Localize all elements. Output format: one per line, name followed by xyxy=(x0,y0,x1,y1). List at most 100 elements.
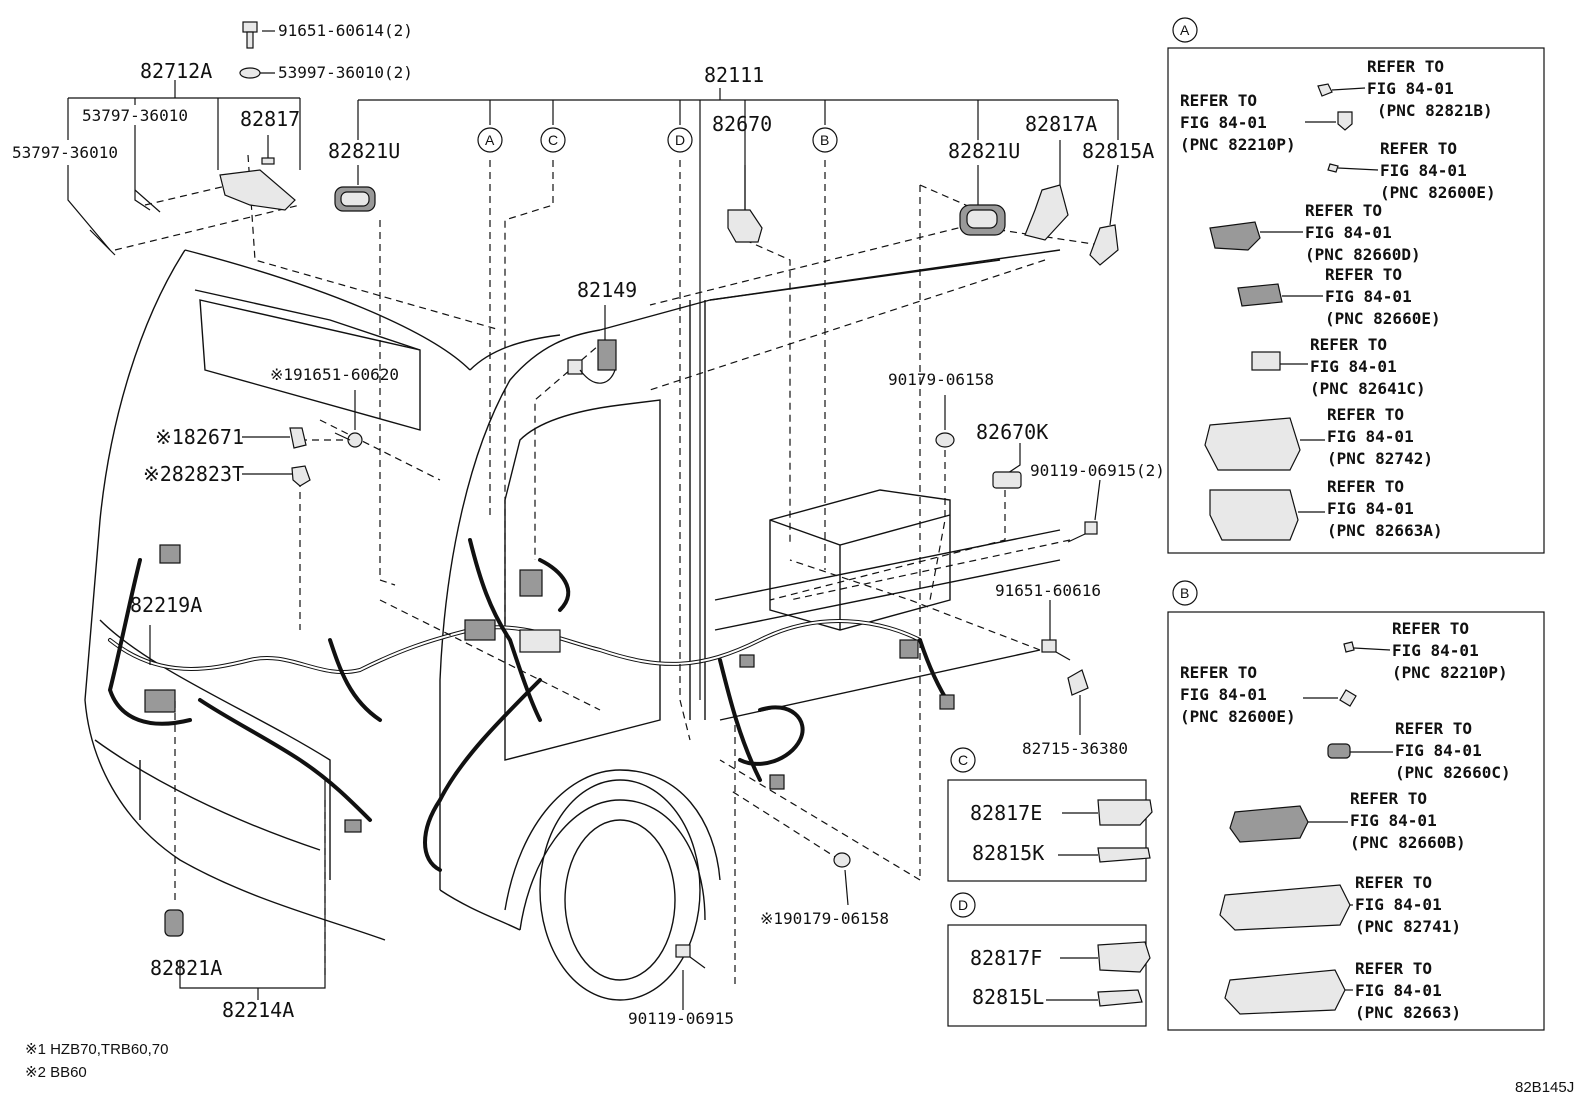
callout-82671: ※182671 xyxy=(155,425,244,449)
bracket-82715-36380-icon xyxy=(1067,669,1089,696)
callout-90119-06915-2: 90119-06915(2) xyxy=(1030,461,1165,480)
connector-82149-icon xyxy=(567,339,617,384)
callout-82821u-left: 82821U xyxy=(328,139,400,163)
callout-82670k: 82670K xyxy=(976,420,1048,444)
callout-82817a: 82817A xyxy=(1025,112,1097,136)
svg-text:REFER TO: REFER TO xyxy=(1367,57,1444,76)
svg-text:(PNC 82600E): (PNC 82600E) xyxy=(1380,183,1496,202)
clamp-82670k-icon xyxy=(992,471,1022,489)
box-b-ref-5: REFER TO FIG 84-01 (PNC 82663) xyxy=(1224,959,1461,1022)
box-a-ref-7: REFER TO FIG 84-01 (PNC 82663A) xyxy=(1209,477,1443,541)
harness-connector-icon xyxy=(899,639,919,659)
detail-box-b: B REFER TO FIG 84-01 (PNC 82210P) REFER … xyxy=(1167,580,1545,1031)
callout-82670: 82670 xyxy=(712,112,772,136)
marker-b: B xyxy=(812,127,838,153)
svg-text:FIG 84-01: FIG 84-01 xyxy=(1355,981,1442,1000)
svg-text:C: C xyxy=(548,132,558,148)
clamp-82671-icon xyxy=(289,427,307,449)
nut-90179-06158-bottom-icon xyxy=(833,852,851,868)
box-d-item-82817f: 82817F xyxy=(970,946,1042,970)
svg-text:(PNC 82660D): (PNC 82660D) xyxy=(1305,245,1421,264)
svg-text:(PNC 82821B): (PNC 82821B) xyxy=(1377,101,1493,120)
svg-text:(PNC 82210P): (PNC 82210P) xyxy=(1180,135,1296,154)
svg-text:REFER TO: REFER TO xyxy=(1327,477,1404,496)
detail-box-a: A REFER TO FIG 84-01 (PNC 82821B) REFER … xyxy=(1167,17,1545,554)
box-b-ref-0: REFER TO FIG 84-01 (PNC 82210P) xyxy=(1343,619,1508,682)
protector-82817e-icon xyxy=(1097,799,1153,826)
callout-82817: 82817 xyxy=(240,107,300,131)
protector-82817f-icon xyxy=(1097,941,1151,973)
part-callouts: 91651-60614(2) 53997-36010(2) 82712A 537… xyxy=(12,21,1165,1028)
clamp-82670-icon xyxy=(727,209,763,243)
svg-text:FIG 84-01: FIG 84-01 xyxy=(1327,499,1414,518)
callout-82821u-right: 82821U xyxy=(948,139,1020,163)
relay-block-icon xyxy=(519,629,561,653)
marker-a: A xyxy=(477,127,503,153)
box-b-ref-3: REFER TO FIG 84-01 (PNC 82660B) xyxy=(1229,789,1466,852)
svg-text:FIG 84-01: FIG 84-01 xyxy=(1355,895,1442,914)
svg-text:FIG 84-01: FIG 84-01 xyxy=(1367,79,1454,98)
svg-text:REFER TO: REFER TO xyxy=(1180,91,1257,110)
box-c-item-82817e: 82817E xyxy=(970,801,1042,825)
box-a-ref-4: REFER TO FIG 84-01 (PNC 82660E) xyxy=(1237,265,1441,328)
callout-53797-36010-a: 53797-36010 xyxy=(82,106,188,125)
callout-82111: 82111 xyxy=(704,63,764,87)
svg-text:FIG 84-01: FIG 84-01 xyxy=(1350,811,1437,830)
harness-connector-icon xyxy=(159,544,181,564)
box-a-ref-3: REFER TO FIG 84-01 (PNC 82660D) xyxy=(1209,201,1421,264)
callout-82815a: 82815A xyxy=(1082,139,1154,163)
screw-91651-60620-icon xyxy=(334,432,363,448)
svg-text:(PNC 82641C): (PNC 82641C) xyxy=(1310,379,1426,398)
connector-82821a-icon xyxy=(164,909,184,937)
parts xyxy=(89,21,1119,969)
leader-lines xyxy=(67,30,1119,1010)
svg-text:D: D xyxy=(675,132,685,148)
callout-91651-60614: 91651-60614(2) xyxy=(278,21,413,40)
bracket-82712a-icon xyxy=(219,169,296,211)
detail-box-c: C 82817E 82815K xyxy=(947,747,1153,882)
callout-90179-06158-bottom: ※190179-06158 xyxy=(760,909,889,928)
svg-text:(PNC 82663A): (PNC 82663A) xyxy=(1327,521,1443,540)
box-d-marker: D xyxy=(958,897,968,913)
detail-box-d: D 82817F 82815L xyxy=(947,892,1151,1027)
screw-91651-60616-icon xyxy=(1041,639,1071,661)
protector-82815k-icon xyxy=(1097,847,1151,863)
svg-text:FIG 84-01: FIG 84-01 xyxy=(1305,223,1392,242)
harness-connector-icon xyxy=(739,654,755,668)
svg-text:(PNC 82742): (PNC 82742) xyxy=(1327,449,1433,468)
callout-90119-06915: 90119-06915 xyxy=(628,1009,734,1028)
callout-82715-36380: 82715-36380 xyxy=(1022,739,1128,758)
box-a-ref-5: REFER TO FIG 84-01 (PNC 82641C) xyxy=(1251,335,1426,398)
svg-text:FIG 84-01: FIG 84-01 xyxy=(1327,427,1414,446)
callout-82149: 82149 xyxy=(577,278,637,302)
callout-90179-06158-top: 90179-06158 xyxy=(888,370,994,389)
nut-53997-36010-icon xyxy=(239,67,261,79)
bolt-90119-06915-2-icon xyxy=(1067,521,1098,543)
svg-text:FIG 84-01: FIG 84-01 xyxy=(1392,641,1479,660)
box-b-marker: B xyxy=(1180,585,1189,601)
harness-connector-icon xyxy=(769,774,785,790)
svg-text:REFER TO: REFER TO xyxy=(1380,139,1457,158)
svg-text:(PNC 82600E): (PNC 82600E) xyxy=(1180,707,1296,726)
svg-text:FIG 84-01: FIG 84-01 xyxy=(1180,685,1267,704)
svg-text:REFER TO: REFER TO xyxy=(1310,335,1387,354)
svg-text:REFER TO: REFER TO xyxy=(1180,663,1257,682)
callout-82712a: 82712A xyxy=(140,59,212,83)
svg-text:FIG 84-01: FIG 84-01 xyxy=(1395,741,1482,760)
harness-connector-icon xyxy=(344,819,362,833)
callout-53797-36010-b: 53797-36010 xyxy=(12,143,118,162)
box-b-ref-1: REFER TO FIG 84-01 (PNC 82600E) xyxy=(1180,663,1357,726)
harness-connector-icon xyxy=(144,689,176,713)
box-c-item-82815k: 82815K xyxy=(972,841,1044,865)
callout-82821a: 82821A xyxy=(150,956,222,980)
callout-91651-60616: 91651-60616 xyxy=(995,581,1101,600)
callout-82214a: 82214A xyxy=(222,998,294,1022)
protector-82817a-icon xyxy=(1024,184,1069,241)
harness-connector-icon xyxy=(519,569,543,597)
rod-53797-36010-icon xyxy=(134,189,161,213)
callout-53997-36010: 53997-36010(2) xyxy=(278,63,413,82)
svg-text:REFER TO: REFER TO xyxy=(1325,265,1402,284)
marker-d: D xyxy=(667,127,693,153)
connector-82821u-right-icon xyxy=(959,204,1006,236)
